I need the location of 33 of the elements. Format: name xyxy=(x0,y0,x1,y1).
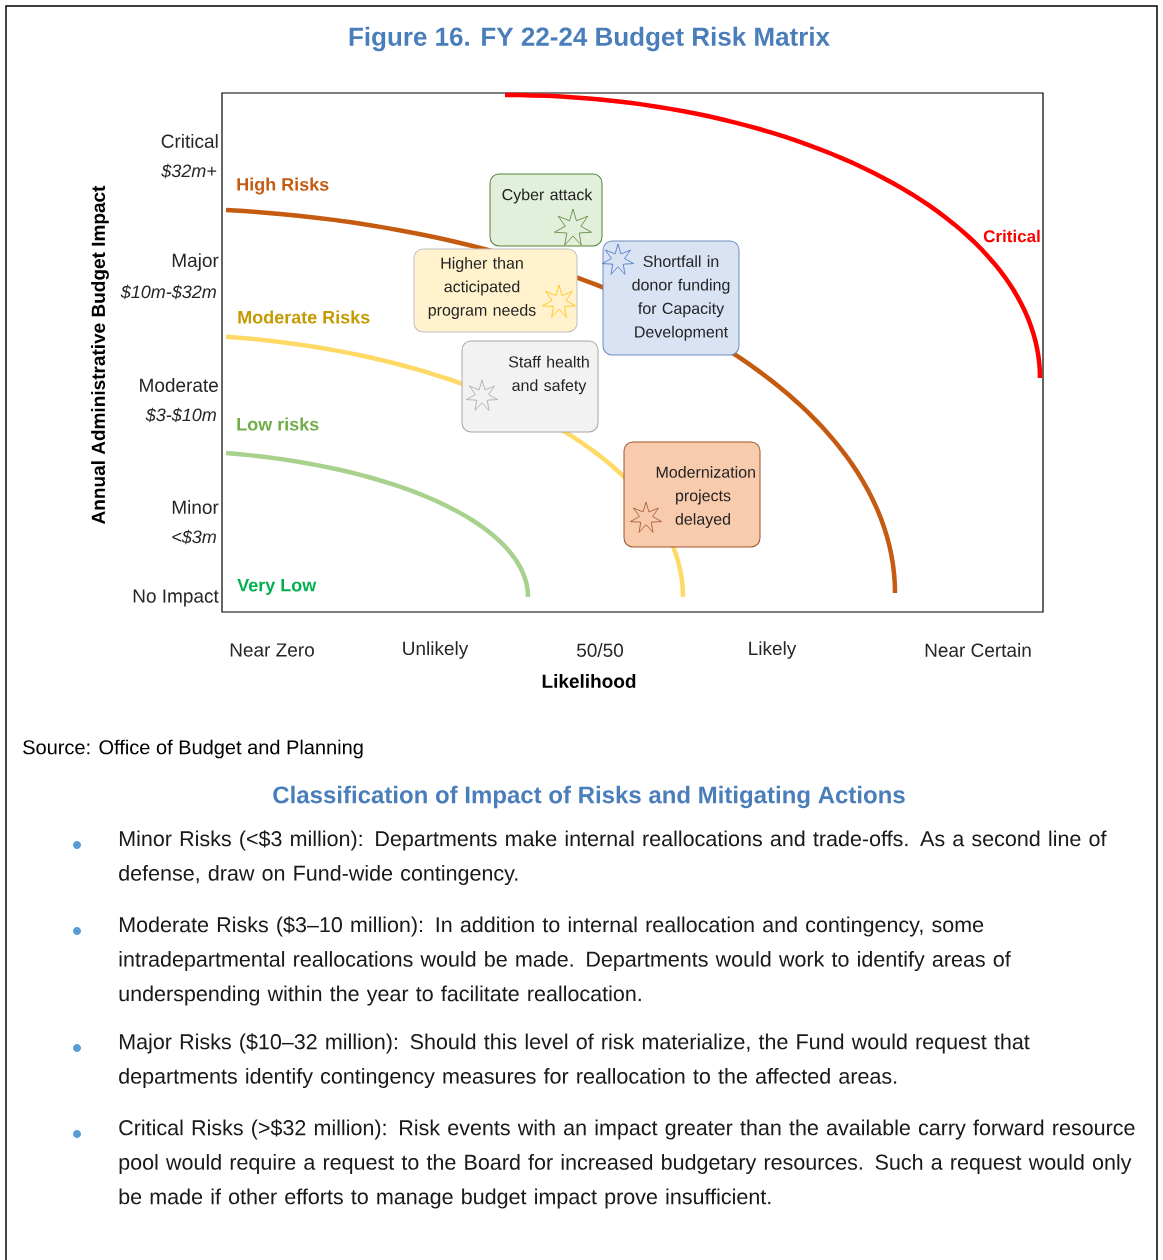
zone-label: Critical xyxy=(983,229,1040,243)
zone-label: Moderate Risks xyxy=(238,310,370,324)
tick-label: Unlikely xyxy=(403,641,469,659)
axis-title: Likelihood xyxy=(542,674,636,688)
zone-label: High Risks xyxy=(237,177,329,195)
bullet-item: Critical Risks (>$32 million): Risk events with an impact greater than the available carry forward resource pool would require a request to the Board for increased budgetary resources. Such a request would only be made if other efforts to manage budget impact prove insufficient. xyxy=(73,1119,1135,1209)
axis-label: Moderate xyxy=(140,378,218,392)
tick-label: Near Certain xyxy=(925,643,1031,657)
zone-label: Very Low xyxy=(237,578,317,596)
axis-label: Critical xyxy=(161,134,218,148)
axis-label: <$3m xyxy=(172,529,216,545)
section-heading: Classification of Impact of Risks and Mitigating Actions xyxy=(273,785,905,809)
bullet-item: Moderate Risks ($3–10 million): In addition to internal reallocation and contingency, some intradepartmental reallocations would be made. Departments would work to identify areas of underspending within the year to facilitate reallocation. xyxy=(73,916,1011,1006)
zone-label: Low risks xyxy=(237,417,319,431)
source-note: Source: Office of Budget and Planning xyxy=(23,739,363,759)
tick-label: Near Zero xyxy=(230,643,314,657)
bullet-item: Minor Risks (<$3 million): Departments make internal reallocations and trade-offs. As a second line of defense, draw on Fund-wide contingency. xyxy=(73,830,1107,886)
risk-box: Shortfall in donor funding for Capacity Development xyxy=(602,240,740,356)
risk-box: Higher than acticipated program needs xyxy=(413,248,578,333)
risk-box: Staff health and safety xyxy=(461,340,599,433)
axis-label: Major xyxy=(172,253,219,271)
axis-label: No Impact xyxy=(133,589,219,607)
risk-box: Modernization projects delayed xyxy=(623,441,761,548)
figure-title: Figure 16. FY 22-24 Budget Risk Matrix xyxy=(349,26,830,52)
tick-label: Likely xyxy=(749,641,797,659)
axis-title: Annual Administrative Budget Impact xyxy=(91,185,109,524)
axis-label: $3-$10m xyxy=(145,407,216,423)
axis-label: Minor xyxy=(172,500,219,514)
tick-label: 50/50 xyxy=(577,643,623,657)
bullet-item: Major Risks ($10–32 million): Should this level of risk materialize, the Fund would request that departments identify contingency measures for reallocation to the affected areas. xyxy=(73,1033,1030,1089)
axis-label: $10m-$32m xyxy=(120,284,216,300)
risk-box: Cyber attack xyxy=(489,173,603,247)
axis-label: $32m+ xyxy=(161,163,217,179)
